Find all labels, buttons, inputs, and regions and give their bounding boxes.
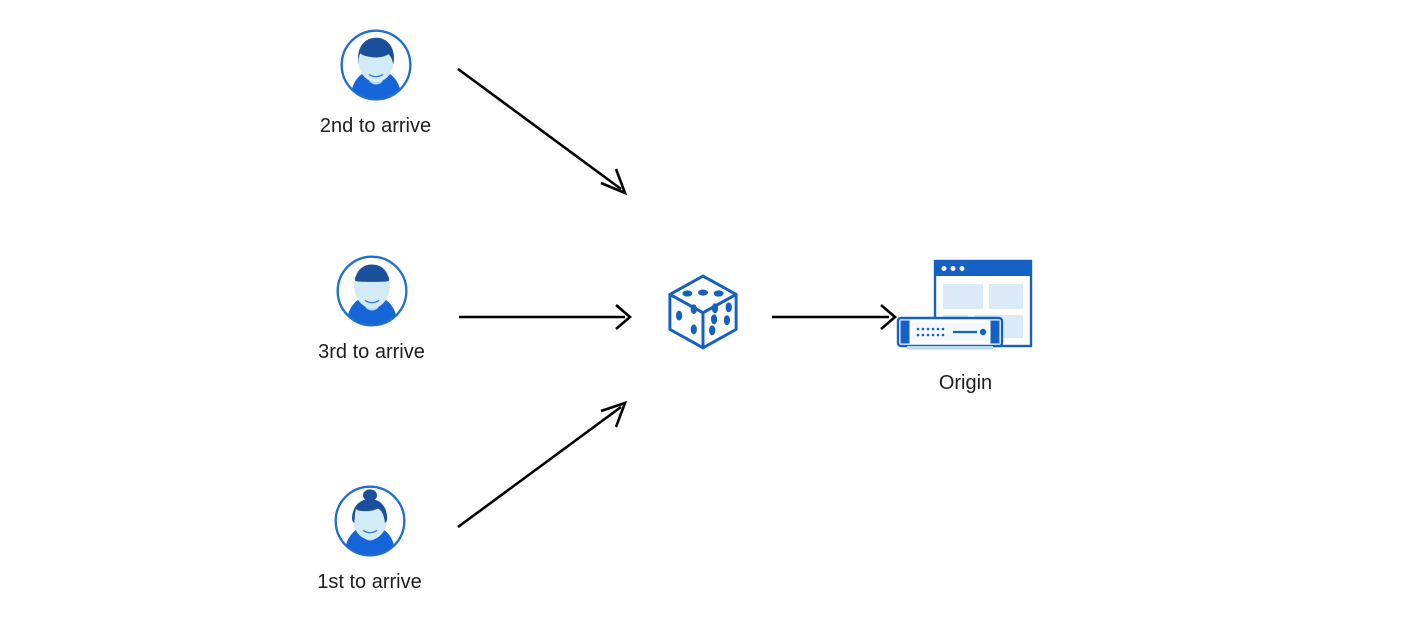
origin-server-icon [895, 255, 1037, 363]
node-label-origin: Origin [938, 372, 993, 394]
arrow-2nd-to-dice [457, 67, 622, 191]
server-device-shape [896, 316, 1003, 350]
node-client-3rd[interactable]: 3rd to arrive [293, 252, 450, 364]
dice-icon [657, 265, 749, 357]
node-label-client-1st: 1st to arrive [317, 571, 422, 593]
arrow-1st-to-dice [457, 405, 622, 529]
user-avatar-icon [337, 26, 415, 104]
node-client-1st[interactable]: 1st to arrive [291, 482, 448, 594]
node-label-client-2nd: 2nd to arrive [319, 115, 432, 137]
arrowhead-1st-to-dice [600, 400, 628, 428]
user-avatar-icon [331, 482, 409, 560]
node-label-client-3rd: 3rd to arrive [318, 341, 425, 363]
arrowhead-2nd-to-dice [600, 168, 628, 196]
node-client-2nd[interactable]: 2nd to arrive [297, 26, 454, 138]
node-origin[interactable]: Origin [893, 255, 1038, 395]
node-randomizer[interactable] [655, 265, 750, 357]
user-avatar-icon [333, 252, 411, 330]
arrowhead-3rd-to-dice [615, 304, 632, 330]
